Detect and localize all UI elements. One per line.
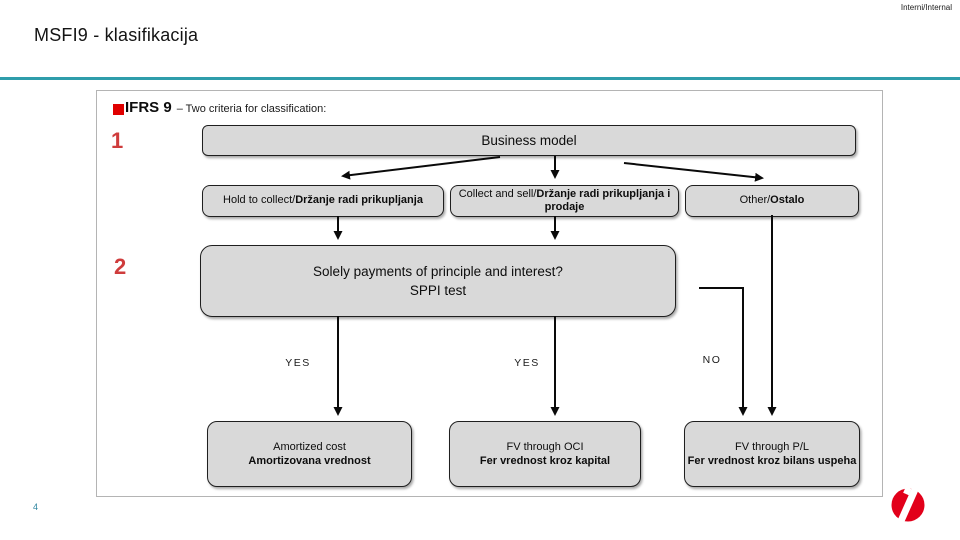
sppi-line2: SPPI test xyxy=(409,283,467,298)
branch-1-sr: Držanje radi prikupljanja xyxy=(295,194,423,207)
outcome-fv-pl-label: FV through P/L Fer vrednost kroz bilans … xyxy=(685,440,859,468)
branch-3-sr: Ostalo xyxy=(770,194,805,207)
title-divider xyxy=(0,77,960,80)
business-model-box: Business model xyxy=(202,125,856,156)
business-model-label: Business model xyxy=(481,133,577,148)
answer-yes-middle: YES xyxy=(514,357,540,369)
sppi-test-box: Solely payments of principle and interes… xyxy=(200,245,676,317)
diagram-heading: IFRS 9 – Two criteria for classification… xyxy=(113,99,326,116)
step-number-1: 1 xyxy=(111,128,124,153)
outcome-3-sr: Fer vrednost kroz bilans uspeha xyxy=(687,455,857,467)
branch-3-en: Other/ xyxy=(739,194,771,207)
classification-label: Interni/Internal xyxy=(900,3,952,12)
sppi-line1: Solely payments of principle and interes… xyxy=(313,264,563,279)
diagram-frame: IFRS 9 – Two criteria for classification… xyxy=(96,90,883,497)
branch-hold-to-collect-label: Hold to collect/Držanje radi prikupljanj… xyxy=(203,194,443,208)
heading-main: IFRS 9 xyxy=(125,99,172,116)
page-title: MSFI9 - klasifikacija xyxy=(34,25,199,45)
arrow-business-to-other xyxy=(623,162,764,182)
sppi-test-label: Solely payments of principle and interes… xyxy=(201,262,675,300)
branch-collect-and-sell-label: Collect and sell/Držanje radi prikupljan… xyxy=(451,188,678,215)
heading-sub: – Two criteria for classification: xyxy=(176,103,327,115)
outcome-3-en: FV through P/L xyxy=(735,441,809,453)
page-number: 4 xyxy=(33,502,39,512)
branch-2-sr: Držanje radi prikupljanja i prodaje xyxy=(536,187,671,214)
branch-other-box: Other/Ostalo xyxy=(685,185,859,217)
square-bullet-icon xyxy=(113,103,124,115)
outcome-fv-oci-box: FV through OCI Fer vrednost kroz kapital xyxy=(449,421,641,487)
answer-yes-left: YES xyxy=(285,357,311,369)
arrow-business-to-hold xyxy=(341,156,501,180)
outcome-fv-pl-box: FV through P/L Fer vrednost kroz bilans … xyxy=(684,421,860,487)
outcome-amortized-cost-label: Amortized cost Amortizovana vrednost xyxy=(208,440,411,468)
branch-hold-to-collect-box: Hold to collect/Držanje radi prikupljanj… xyxy=(202,185,444,217)
unicredit-logo-icon xyxy=(891,486,925,526)
outcome-1-sr: Amortizovana vrednost xyxy=(248,455,371,467)
outcome-fv-oci-label: FV through OCI Fer vrednost kroz kapital xyxy=(450,440,640,468)
branch-other-label: Other/Ostalo xyxy=(686,194,858,208)
branch-1-en: Hold to collect/ xyxy=(223,194,296,207)
outcome-2-en: FV through OCI xyxy=(506,441,584,453)
outcome-amortized-cost-box: Amortized cost Amortizovana vrednost xyxy=(207,421,412,487)
arrow-sppi-no-elbow-to-pl xyxy=(699,287,748,416)
outcome-2-sr: Fer vrednost kroz kapital xyxy=(479,455,611,467)
step-number-2: 2 xyxy=(114,254,127,279)
branch-2-en: Collect and sell/ xyxy=(458,187,537,200)
branch-collect-and-sell-box: Collect and sell/Držanje radi prikupljan… xyxy=(450,185,679,217)
outcome-1-en: Amortized cost xyxy=(273,441,346,453)
answer-no-right: NO xyxy=(702,354,722,366)
